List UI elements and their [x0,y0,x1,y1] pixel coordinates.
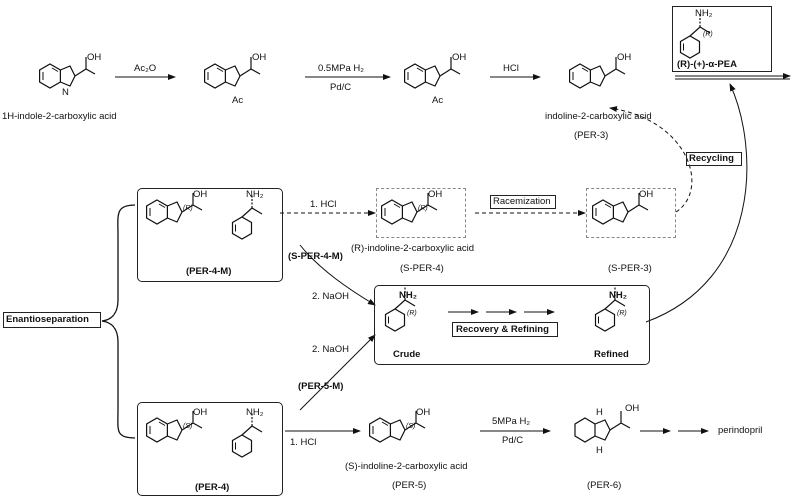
enantioseparation-brace [101,204,136,439]
arrow-recycle-pea [645,83,748,323]
s-per4m-label: (S-PER-4-M) [288,251,343,262]
stereo-r-top: (R) [703,31,713,38]
s-per4-label: (S-PER-4) [400,263,444,274]
recycling-label: Recycling [689,153,734,164]
stereo-r-racid: (R) [418,205,428,212]
reagent-ac2o: Ac₂O [134,63,157,74]
compound-indoline-acid-label: indoline-2-carboxylic acid [545,111,652,122]
atom-oh-1: OH [87,52,102,63]
atom-ac-2: Ac [432,95,444,106]
enantio-box [3,312,101,328]
r-acid-label: (R)-indoline-2-carboxylic acid [351,243,475,254]
atom-nh2-per4m: NH₂ [246,189,264,200]
recovery-label: Recovery & Refining [456,324,549,335]
reagent-h2-bottom: 5MPa H₂ [492,416,531,427]
stereo-r-per4m: (R) [183,205,193,212]
atom-h-per6-top: H [596,407,603,418]
stereo-r-crude: (R) [407,310,417,317]
refined-label: Refined [594,349,629,360]
per4-label: (PER-4) [195,482,230,493]
atom-nh2-refined: NH₂ [609,290,627,301]
naoh-upper-label: 2. NaOH [312,291,349,302]
compound-per3-label: (PER-3) [574,130,609,141]
r-acid-box [376,188,466,238]
atom-h-per6-bottom: H [596,445,603,456]
s-acid-label: (S)-indoline-2-carboxylic acid [345,461,468,472]
atom-oh-racemate: OH [639,189,654,200]
enantioseparation-label: Enantioseparation [6,314,89,325]
atom-oh-per4: OH [193,407,208,418]
atom-oh-racid: OH [428,189,443,200]
crude-label: Crude [393,349,421,360]
per5-label: (PER-5) [392,480,427,491]
stereo-s-per4: (S) [183,423,193,430]
atom-nh2-crude: NH₂ [399,290,417,301]
atom-nh-1: N [62,87,69,98]
reagent-hcl-top: HCl [503,63,519,74]
racemate-box [586,188,676,238]
recovery-label-box [452,322,558,337]
racemization-box [490,195,556,209]
reagent-h2-top: 0.5MPa H₂ [318,63,364,74]
recovery-box [374,285,650,365]
per5m-label: (PER-5-M) [298,381,344,392]
atom-nh2-per4: NH₂ [246,407,264,418]
per4-box [137,402,283,496]
recycling-box [686,152,742,166]
stereo-s-sacid: (S) [406,423,416,430]
product-perindopril: perindopril [718,425,763,436]
atom-oh-per4m: OH [193,189,208,200]
arrow-recycle-dashed [609,106,693,213]
per6-structure [574,411,631,443]
step-hcl-lower: 1. HCl [290,437,317,448]
atom-oh-4: OH [617,52,632,63]
per6-label: (PER-6) [587,480,622,491]
atom-nh2-top: NH₂ [695,8,713,19]
s-per3-label: (S-PER-3) [608,263,652,274]
atom-oh-sacid: OH [416,407,431,418]
arrow-naoh-upper [299,244,376,306]
reagent-pdc-top: Pd/C [330,82,352,93]
atom-oh-2: OH [252,52,267,63]
atom-ac-1: Ac [232,95,244,106]
step-hcl-upper: 1. HCl [310,199,337,210]
atom-oh-per6: OH [625,403,640,414]
per4m-box [137,188,283,282]
naoh-lower-label: 2. NaOH [312,344,349,355]
resolving-agent-label: (R)-(+)-α-PEA [677,59,737,70]
arrow-naoh-lower [299,334,376,411]
per4m-label: (PER-4-M) [186,266,232,277]
pea-reagent-box [672,6,772,72]
reagent-pdc-bottom: Pd/C [502,435,524,446]
stereo-r-refined: (R) [617,310,627,317]
compound-indole-acid-label: 1H-indole-2-carboxylic acid [2,111,117,122]
atom-oh-3: OH [452,52,467,63]
racemization-label: Racemization [493,196,551,207]
